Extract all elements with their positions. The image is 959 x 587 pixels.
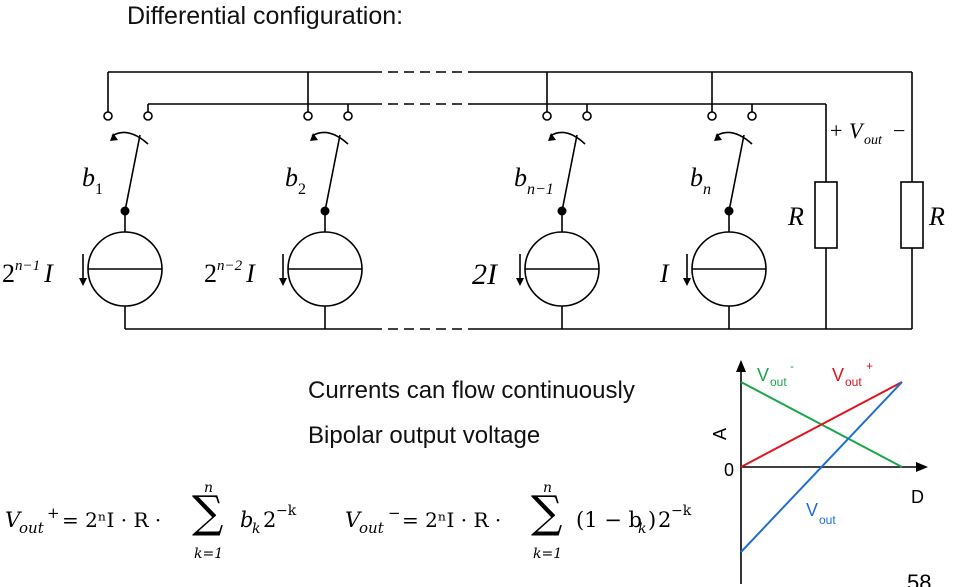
source-label-3: 2I [472, 258, 499, 291]
switch-blade-3 [561, 134, 578, 212]
svg-text:V: V [757, 365, 769, 385]
bullet-continuous-current: Currents can flow continuously [308, 377, 635, 404]
equation-vout-minus: V out − = 2ⁿI · R · ∑ n k=1 (1 − b k ) 2… [345, 480, 692, 562]
svg-text:= 2ⁿI · R ·: = 2ⁿI · R · [402, 508, 501, 532]
legend-vout-minus: V out - [757, 359, 794, 389]
switch-arrow-4 [714, 133, 722, 141]
down-arrow-icon [516, 278, 524, 286]
switch-label-2: b2 [285, 163, 306, 198]
svg-text:out: out [845, 375, 862, 389]
svg-text:b: b [240, 508, 253, 532]
resistor-1 [814, 181, 838, 249]
switch-arc-1 [111, 131, 149, 145]
sigma-symbol: ∑ [531, 487, 562, 538]
page-title: Differential configuration: [127, 2, 404, 30]
svg-text:-: - [790, 359, 794, 373]
switch-label-3: bn−1 [514, 163, 554, 198]
svg-text:out: out [770, 375, 787, 389]
svg-text:V: V [849, 118, 865, 143]
equation-vout-plus: V out + = 2ⁿI · R · ∑ n k=1 b k 2 −k [5, 480, 297, 562]
svg-text:+: + [866, 359, 873, 373]
switch-label-1: b1 [82, 163, 103, 198]
svg-text:2: 2 [658, 508, 671, 532]
svg-text:n: n [543, 480, 552, 496]
resistor-2 [900, 181, 924, 249]
svg-text:V: V [5, 508, 22, 532]
switch-blade-4 [728, 134, 745, 212]
svg-text:−k: −k [671, 503, 692, 519]
switch-pivot-4 [724, 206, 734, 216]
switch-pivot-3 [557, 206, 567, 216]
switch-pivot-2 [320, 206, 330, 216]
transfer-graph: A D 0 V out - V out + V out [710, 359, 928, 584]
origin-label: 0 [724, 460, 734, 480]
svg-text:k=1: k=1 [533, 546, 562, 562]
svg-text:): ) [648, 508, 656, 532]
legend-vout: V out [806, 500, 836, 527]
svg-text:k: k [638, 521, 646, 537]
y-axis-arrow-icon [736, 360, 746, 372]
svg-text:k: k [252, 521, 260, 537]
svg-text:V: V [345, 508, 362, 532]
svg-text:+: + [830, 118, 842, 143]
switch-arrow-2 [310, 133, 318, 141]
legend-vout-plus: V out + [832, 359, 873, 389]
switch-pivot-1 [120, 206, 130, 216]
svg-text:+: + [47, 504, 60, 522]
svg-text:V: V [806, 500, 818, 520]
switch-arc-3 [549, 131, 586, 145]
resistor-label-1: R [787, 202, 804, 231]
switch-blade-1 [124, 134, 141, 212]
switch-blade-2 [324, 134, 341, 212]
down-arrow-icon [279, 278, 287, 286]
vout-label: + V out − [830, 118, 905, 148]
switch-label-4: bn [690, 163, 711, 198]
svg-text:−: − [388, 504, 401, 522]
svg-text:2: 2 [263, 508, 276, 532]
x-axis-label: D [911, 487, 924, 507]
svg-text:−k: −k [276, 503, 297, 519]
line-vout-plus [740, 381, 903, 468]
switch-arrow-1 [110, 133, 118, 141]
switch-arrow-3 [548, 133, 556, 141]
svg-text:out: out [864, 133, 883, 148]
down-arrow-icon [683, 278, 691, 286]
svg-text:n: n [204, 480, 213, 496]
page-number: 58 [907, 570, 931, 587]
svg-text:out: out [359, 519, 385, 537]
svg-text:V: V [832, 365, 844, 385]
sigma-symbol: ∑ [192, 487, 223, 538]
source-label-4: I [659, 259, 670, 288]
y-axis-label: A [710, 428, 730, 440]
resistor-label-2: R [928, 202, 945, 231]
svg-text:= 2ⁿI · R ·: = 2ⁿI · R · [62, 508, 161, 532]
svg-text:out: out [19, 519, 45, 537]
switch-arc-2 [311, 131, 349, 145]
down-arrow-icon [79, 278, 87, 286]
svg-text:k=1: k=1 [194, 546, 223, 562]
bullet-bipolar-output: Bipolar output voltage [308, 422, 541, 449]
x-axis-arrow-icon [916, 462, 928, 472]
svg-text:(1 − b: (1 − b [576, 508, 642, 532]
svg-text:out: out [819, 513, 836, 527]
switch-arc-4 [715, 131, 753, 145]
svg-text:−: − [893, 118, 905, 143]
line-vout [740, 381, 903, 553]
